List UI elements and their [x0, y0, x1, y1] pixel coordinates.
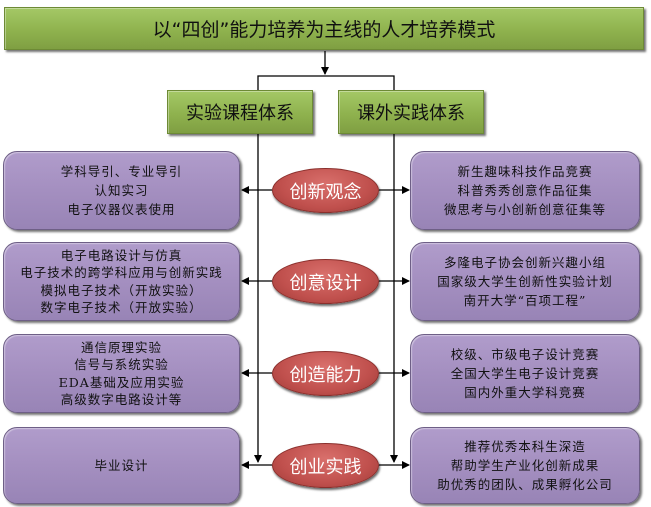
- left-box-entrepreneurship-practice: 毕业设计: [3, 427, 240, 504]
- right-item: 校级、市级电子设计竞赛: [450, 347, 600, 362]
- extracurricular-practice-system-box: 课外实践体系: [338, 90, 484, 134]
- stage-label: 创业实践: [289, 456, 362, 478]
- stage-ellipse-creative-design: 创意设计: [272, 259, 379, 304]
- stage-ellipse-innovation-concept: 创新观念: [272, 168, 379, 213]
- right-item: 助优秀的团队、成果孵化公司: [437, 477, 613, 492]
- stage-label: 创新观念: [289, 181, 362, 203]
- right-item: 帮助学生产业化创新成果: [450, 458, 600, 473]
- left-item: 电子技术的跨学科应用与创新实践: [20, 265, 223, 280]
- left-item: 数字电子技术（开放实验）: [40, 300, 203, 315]
- left-item: EDA基础及应用实验: [58, 374, 185, 390]
- stage-ellipse-entrepreneurship-practice: 创业实践: [272, 443, 379, 488]
- left-item: 毕业设计: [94, 458, 149, 473]
- right-item: 科普秀秀创意作品征集: [457, 183, 593, 198]
- stage-ellipse-creation-ability: 创造能力: [272, 351, 379, 396]
- left-box-creation-ability: 通信原理实验 信号与系统实验 EDA基础及应用实验 高级数字电路设计等: [3, 334, 240, 413]
- right-item: 南开大学“百项工程”: [463, 293, 587, 308]
- right-box-innovation-concept: 新生趣味科技作品竞赛 科普秀秀创意作品征集 微思考与小创新创意征集等: [410, 151, 640, 230]
- left-item: 电子电路设计与仿真: [60, 247, 183, 263]
- right-item: 国家级大学生创新性实验计划: [437, 274, 613, 289]
- left-item: 高级数字电路设计等: [60, 392, 183, 407]
- extracurricular-practice-system-label: 课外实践体系: [357, 103, 465, 124]
- branch-line: [257, 75, 395, 90]
- right-item: 多隆电子协会创新兴趣小组: [443, 255, 606, 270]
- experiment-course-system-box: 实验课程体系: [167, 90, 313, 134]
- left-item: 电子仪器仪表使用: [67, 202, 176, 217]
- right-item: 推荐优秀本科生深造: [464, 439, 586, 454]
- left-item: 认知实习: [94, 183, 149, 198]
- left-item: 通信原理实验: [80, 339, 162, 355]
- right-box-entrepreneurship-practice: 推荐优秀本科生深造 帮助学生产业化创新成果 助优秀的团队、成果孵化公司: [410, 427, 640, 504]
- left-item: 学科导引、专业导引: [60, 164, 183, 179]
- left-item: 信号与系统实验: [74, 357, 169, 372]
- left-box-innovation-concept: 学科导引、专业导引 认知实习 电子仪器仪表使用: [3, 151, 240, 230]
- right-item: 微思考与小创新创意征集等: [443, 202, 606, 217]
- right-item: 全国大学生电子设计竞赛: [450, 366, 600, 381]
- right-item: 国内外重大学科竞赛: [464, 385, 586, 400]
- stage-label: 创意设计: [289, 272, 362, 294]
- experiment-course-system-label: 实验课程体系: [186, 103, 294, 124]
- left-box-creative-design: 电子电路设计与仿真 电子技术的跨学科应用与创新实践 模拟电子技术（开放实验） 数…: [3, 242, 240, 321]
- right-item: 新生趣味科技作品竞赛: [457, 164, 593, 179]
- title-box: 以“四创”能力培养为主线的人才培养模式: [4, 7, 644, 50]
- right-box-creative-design: 多隆电子协会创新兴趣小组 国家级大学生创新性实验计划 南开大学“百项工程”: [410, 242, 640, 321]
- stage-label: 创造能力: [289, 364, 362, 386]
- right-box-creation-ability: 校级、市级电子设计竞赛 全国大学生电子设计竞赛 国内外重大学科竞赛: [410, 334, 640, 413]
- title-text: 以“四创”能力培养为主线的人才培养模式: [152, 19, 496, 41]
- left-item: 模拟电子技术（开放实验）: [40, 282, 203, 298]
